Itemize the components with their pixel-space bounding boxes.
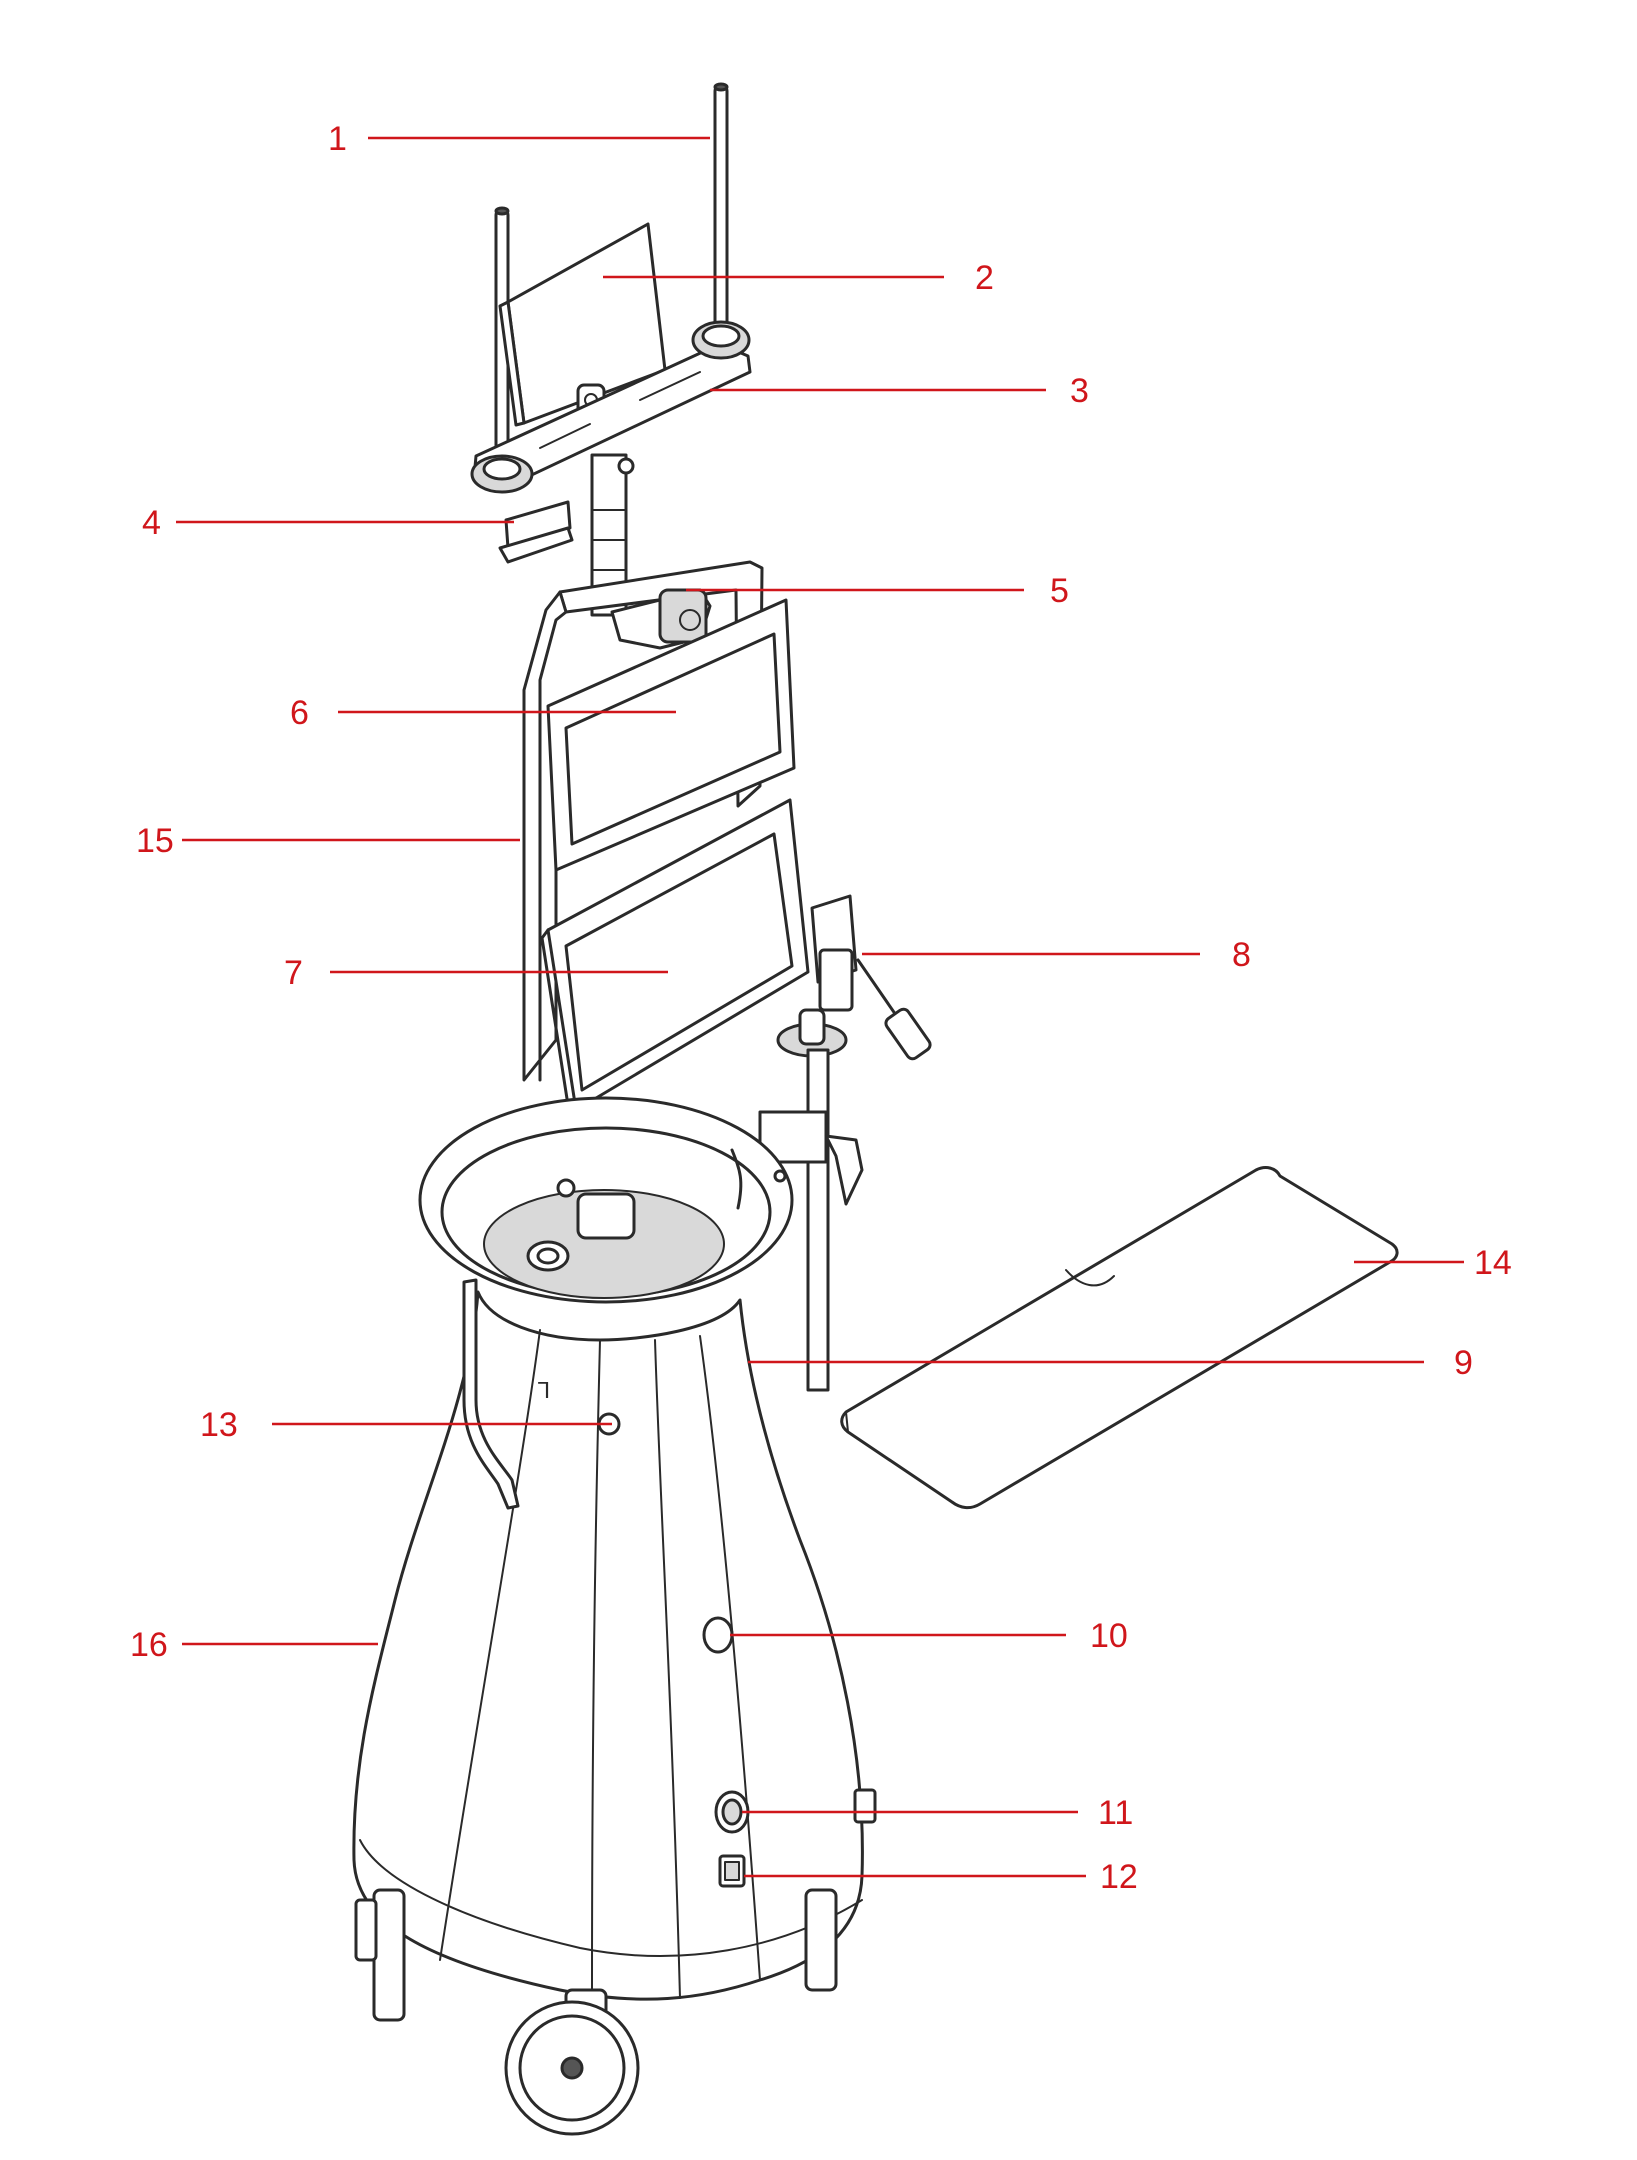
callout-3: 3: [1070, 372, 1089, 410]
callout-14: 14: [1474, 1244, 1512, 1282]
base-legs: [354, 1888, 838, 2022]
callout-2: 2: [975, 259, 994, 297]
base-glyph: Ꞁ: [538, 1378, 550, 1403]
caster-wheel: [504, 1988, 640, 2136]
upper-bracket: [522, 560, 764, 1082]
port-square-connector: [718, 1854, 746, 1888]
callout-6: 6: [290, 694, 309, 732]
callout-13: 13: [200, 1406, 238, 1444]
monitor-lower: [540, 798, 810, 1120]
callout-7: 7: [284, 954, 303, 992]
callout-1: 1: [328, 120, 347, 158]
monitor-upper: [546, 598, 796, 872]
callout-12: 12: [1100, 1858, 1138, 1896]
callout-16: 16: [130, 1626, 168, 1664]
tray: [840, 1166, 1399, 1510]
callout-15: 15: [136, 822, 174, 860]
port-large: [702, 1616, 734, 1654]
base-body: Ꞁ: [352, 1290, 877, 2001]
callout-8: 8: [1232, 936, 1251, 974]
small-holder: [498, 500, 574, 564]
callout-9: 9: [1454, 1344, 1473, 1382]
callout-5: 5: [1050, 572, 1069, 610]
top-crossbar: [470, 320, 752, 494]
callout-10: 10: [1090, 1617, 1128, 1655]
iv-pole-right: [713, 82, 729, 340]
top-ring: [418, 1096, 794, 1304]
callout-11: 11: [1098, 1794, 1133, 1832]
side-arm: [758, 894, 932, 1392]
callout-4: 4: [142, 504, 161, 542]
